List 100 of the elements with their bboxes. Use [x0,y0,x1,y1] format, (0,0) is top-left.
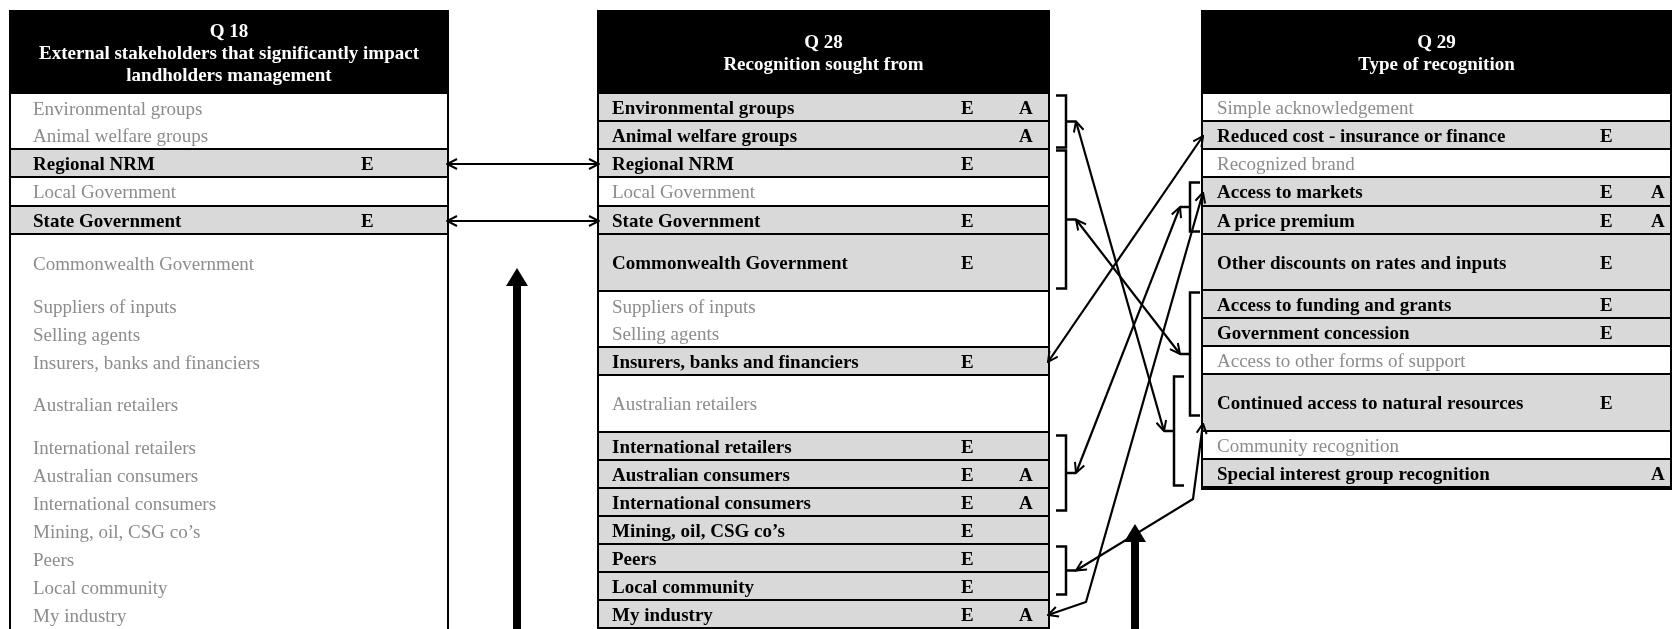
row-label: Insurers, banks and financiers [612,350,860,372]
row-label: Australian consumers [612,463,791,485]
row-label: Mining, oil, CSG co’s [612,519,786,541]
row-label: Access to funding and grants [1217,293,1453,315]
row-label: Regional NRM [33,152,156,174]
rating-mark: E [1600,293,1614,315]
question-number: Q 29 [1417,31,1456,53]
row-label: Insurers, banks and financiers [33,351,261,373]
row-label: Reduced cost - insurance or finance [1217,124,1507,146]
row-label: Suppliers of inputs [33,295,178,317]
table-row [1203,291,1670,319]
row-label: Australian consumers [33,464,200,486]
table-row [599,235,1048,292]
row-label: International retailers [33,436,197,458]
table-row [599,461,1048,489]
rating-mark: E [961,519,975,541]
rating-mark: E [361,209,375,231]
bracket [1056,94,1076,149]
row-label: Other discounts on rates and inputs [1217,251,1508,273]
rating-mark: A [1019,463,1033,485]
row-label: Australian retailers [612,393,759,414]
row-label: International retailers [612,435,793,457]
row-label: Access to markets [1217,181,1364,202]
row-label: Recognized brand [1217,152,1356,174]
row-label: A price premium [1217,209,1356,231]
table-row [599,573,1048,601]
row-label: Local Government [33,181,177,202]
row-label: Selling agents [612,322,721,344]
rating-mark: E [1600,251,1614,273]
rating-mark: E [961,350,975,372]
table-row [599,94,1048,122]
table-title: External stakeholders that significantly impact landholders management [38,42,420,86]
bracket [1056,149,1076,290]
row-label: Local Government [612,181,756,202]
bracket [1056,545,1076,596]
rating-mark: A [1651,209,1665,231]
row-label: Selling agents [33,323,142,345]
table-title: Type of recognition [1358,53,1515,75]
row-label: My industry [33,604,128,626]
rating-mark: E [1600,392,1614,413]
table-row [1203,178,1670,207]
rating-mark: E [961,152,975,174]
double-arrow [446,158,600,170]
row-label: Peers [33,548,76,570]
table-row [1203,207,1670,235]
double-arrow [1047,135,1204,363]
double-arrow [1075,422,1208,572]
row-label: Simple acknowledgement [1217,96,1415,118]
row-label: Regional NRM [612,152,735,174]
row-label: Continued access to natural resources [1217,392,1525,413]
rating-mark: A [1019,124,1033,146]
row-label: Suppliers of inputs [612,295,757,317]
row-label: Environmental groups [612,96,796,118]
double-arrow [1047,191,1207,618]
row-label: Mining, oil, CSG co’s [33,520,202,542]
row-label: State Government [612,209,762,231]
rating-mark: E [1600,124,1614,146]
bracket [1164,375,1184,487]
rating-mark: E [1600,181,1614,202]
table [1201,10,1672,490]
table-row [599,348,1048,376]
table [597,10,1050,629]
rating-mark: E [961,491,975,513]
rating-mark: E [961,547,975,569]
row-label: Community recognition [1217,434,1401,456]
rating-mark: E [961,603,975,625]
table-row [1203,375,1670,432]
question-number: Q 18 [209,20,249,42]
row-label: Australian retailers [33,394,180,415]
double-arrow [1072,120,1168,432]
row-label: State Government [33,209,183,231]
row-label: Commonwealth Government [612,252,849,273]
double-arrow [1075,218,1181,355]
row-label: Government concession [1217,321,1411,343]
rating-mark: E [1600,209,1614,231]
table-row [1203,235,1670,291]
rating-mark: E [961,463,975,485]
table-row [11,150,447,178]
row-label: Peers [612,547,658,569]
table [9,10,449,629]
bracket [1180,181,1200,233]
row-label: Local community [33,576,169,598]
rating-mark: E [361,152,375,174]
row-label: My industry [612,603,714,625]
row-label: Commonwealth Government [33,253,256,274]
rating-mark: E [961,575,975,597]
rating-mark: A [1019,603,1033,625]
table-row [1203,460,1670,488]
row-label: International consumers [612,491,812,513]
table-row [599,545,1048,573]
rating-mark: E [961,96,975,118]
bracket [1056,434,1076,512]
rating-mark: A [1651,462,1665,484]
question-number: Q 28 [804,31,843,53]
row-label: Special interest group recognition [1217,462,1491,484]
row-label: Animal welfare groups [612,124,799,146]
table-row [599,601,1048,629]
row-label: Local community [612,575,755,597]
rating-mark: E [961,209,975,231]
table-row [1203,319,1670,347]
